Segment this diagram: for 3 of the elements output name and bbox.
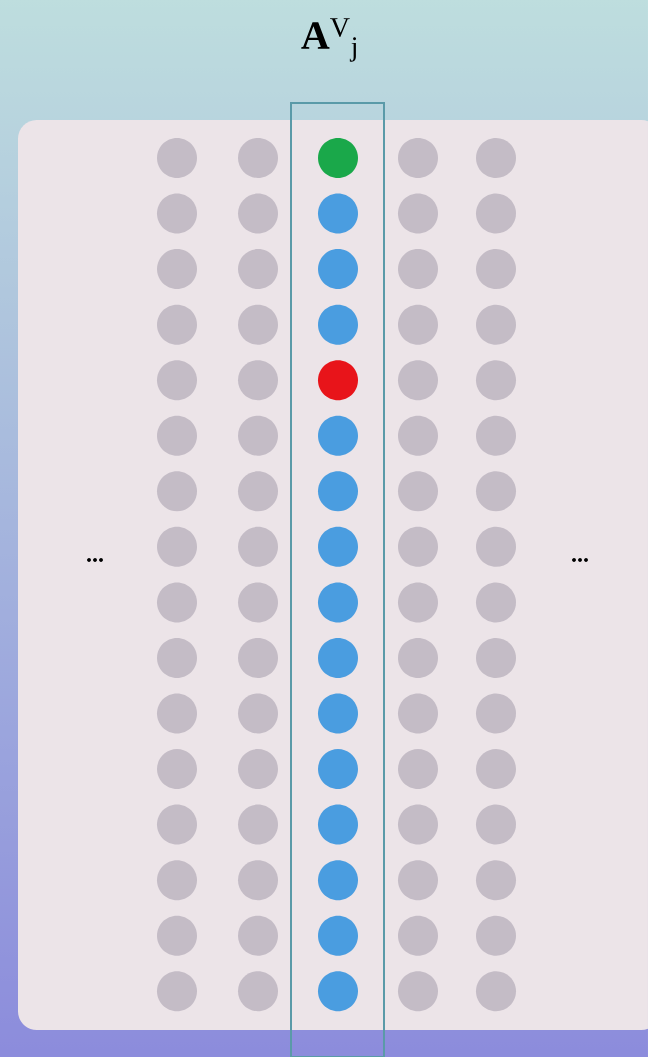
ellipsis: ... [572,558,588,562]
title: A$^{V}$j [301,18,357,62]
ellipsis: ... [87,558,103,562]
